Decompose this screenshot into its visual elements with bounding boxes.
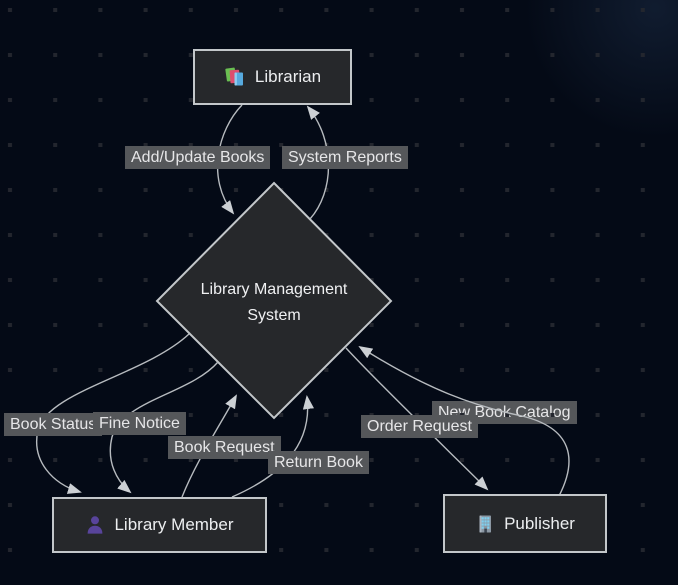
node-librarian-label: Librarian bbox=[254, 67, 322, 86]
node-system-diamond[interactable] bbox=[155, 181, 393, 420]
edge-label-add-update-books: Add/Update Books bbox=[125, 146, 271, 169]
node-library-member-label: Library Member bbox=[114, 515, 234, 534]
node-library-member[interactable]: Library Member bbox=[52, 497, 267, 553]
node-librarian[interactable]: Librarian bbox=[193, 49, 352, 105]
edge-label-fine-notice: Fine Notice bbox=[93, 412, 186, 435]
node-system-label: Library Management System bbox=[200, 281, 348, 324]
edge-label-book-request: Book Request bbox=[168, 436, 281, 459]
building-icon bbox=[475, 514, 495, 534]
person-icon bbox=[85, 515, 105, 535]
edge-label-order-request: Order Request bbox=[361, 415, 478, 438]
edge-label-return-book: Return Book bbox=[268, 451, 369, 474]
node-publisher-label: Publisher bbox=[504, 513, 575, 533]
edge-new-book-catalog bbox=[358, 345, 570, 497]
edge-label-book-status: Book Status bbox=[4, 413, 103, 436]
node-publisher[interactable]: Publisher bbox=[443, 494, 607, 553]
books-icon bbox=[224, 67, 246, 87]
edge-label-system-reports: System Reports bbox=[282, 146, 408, 169]
